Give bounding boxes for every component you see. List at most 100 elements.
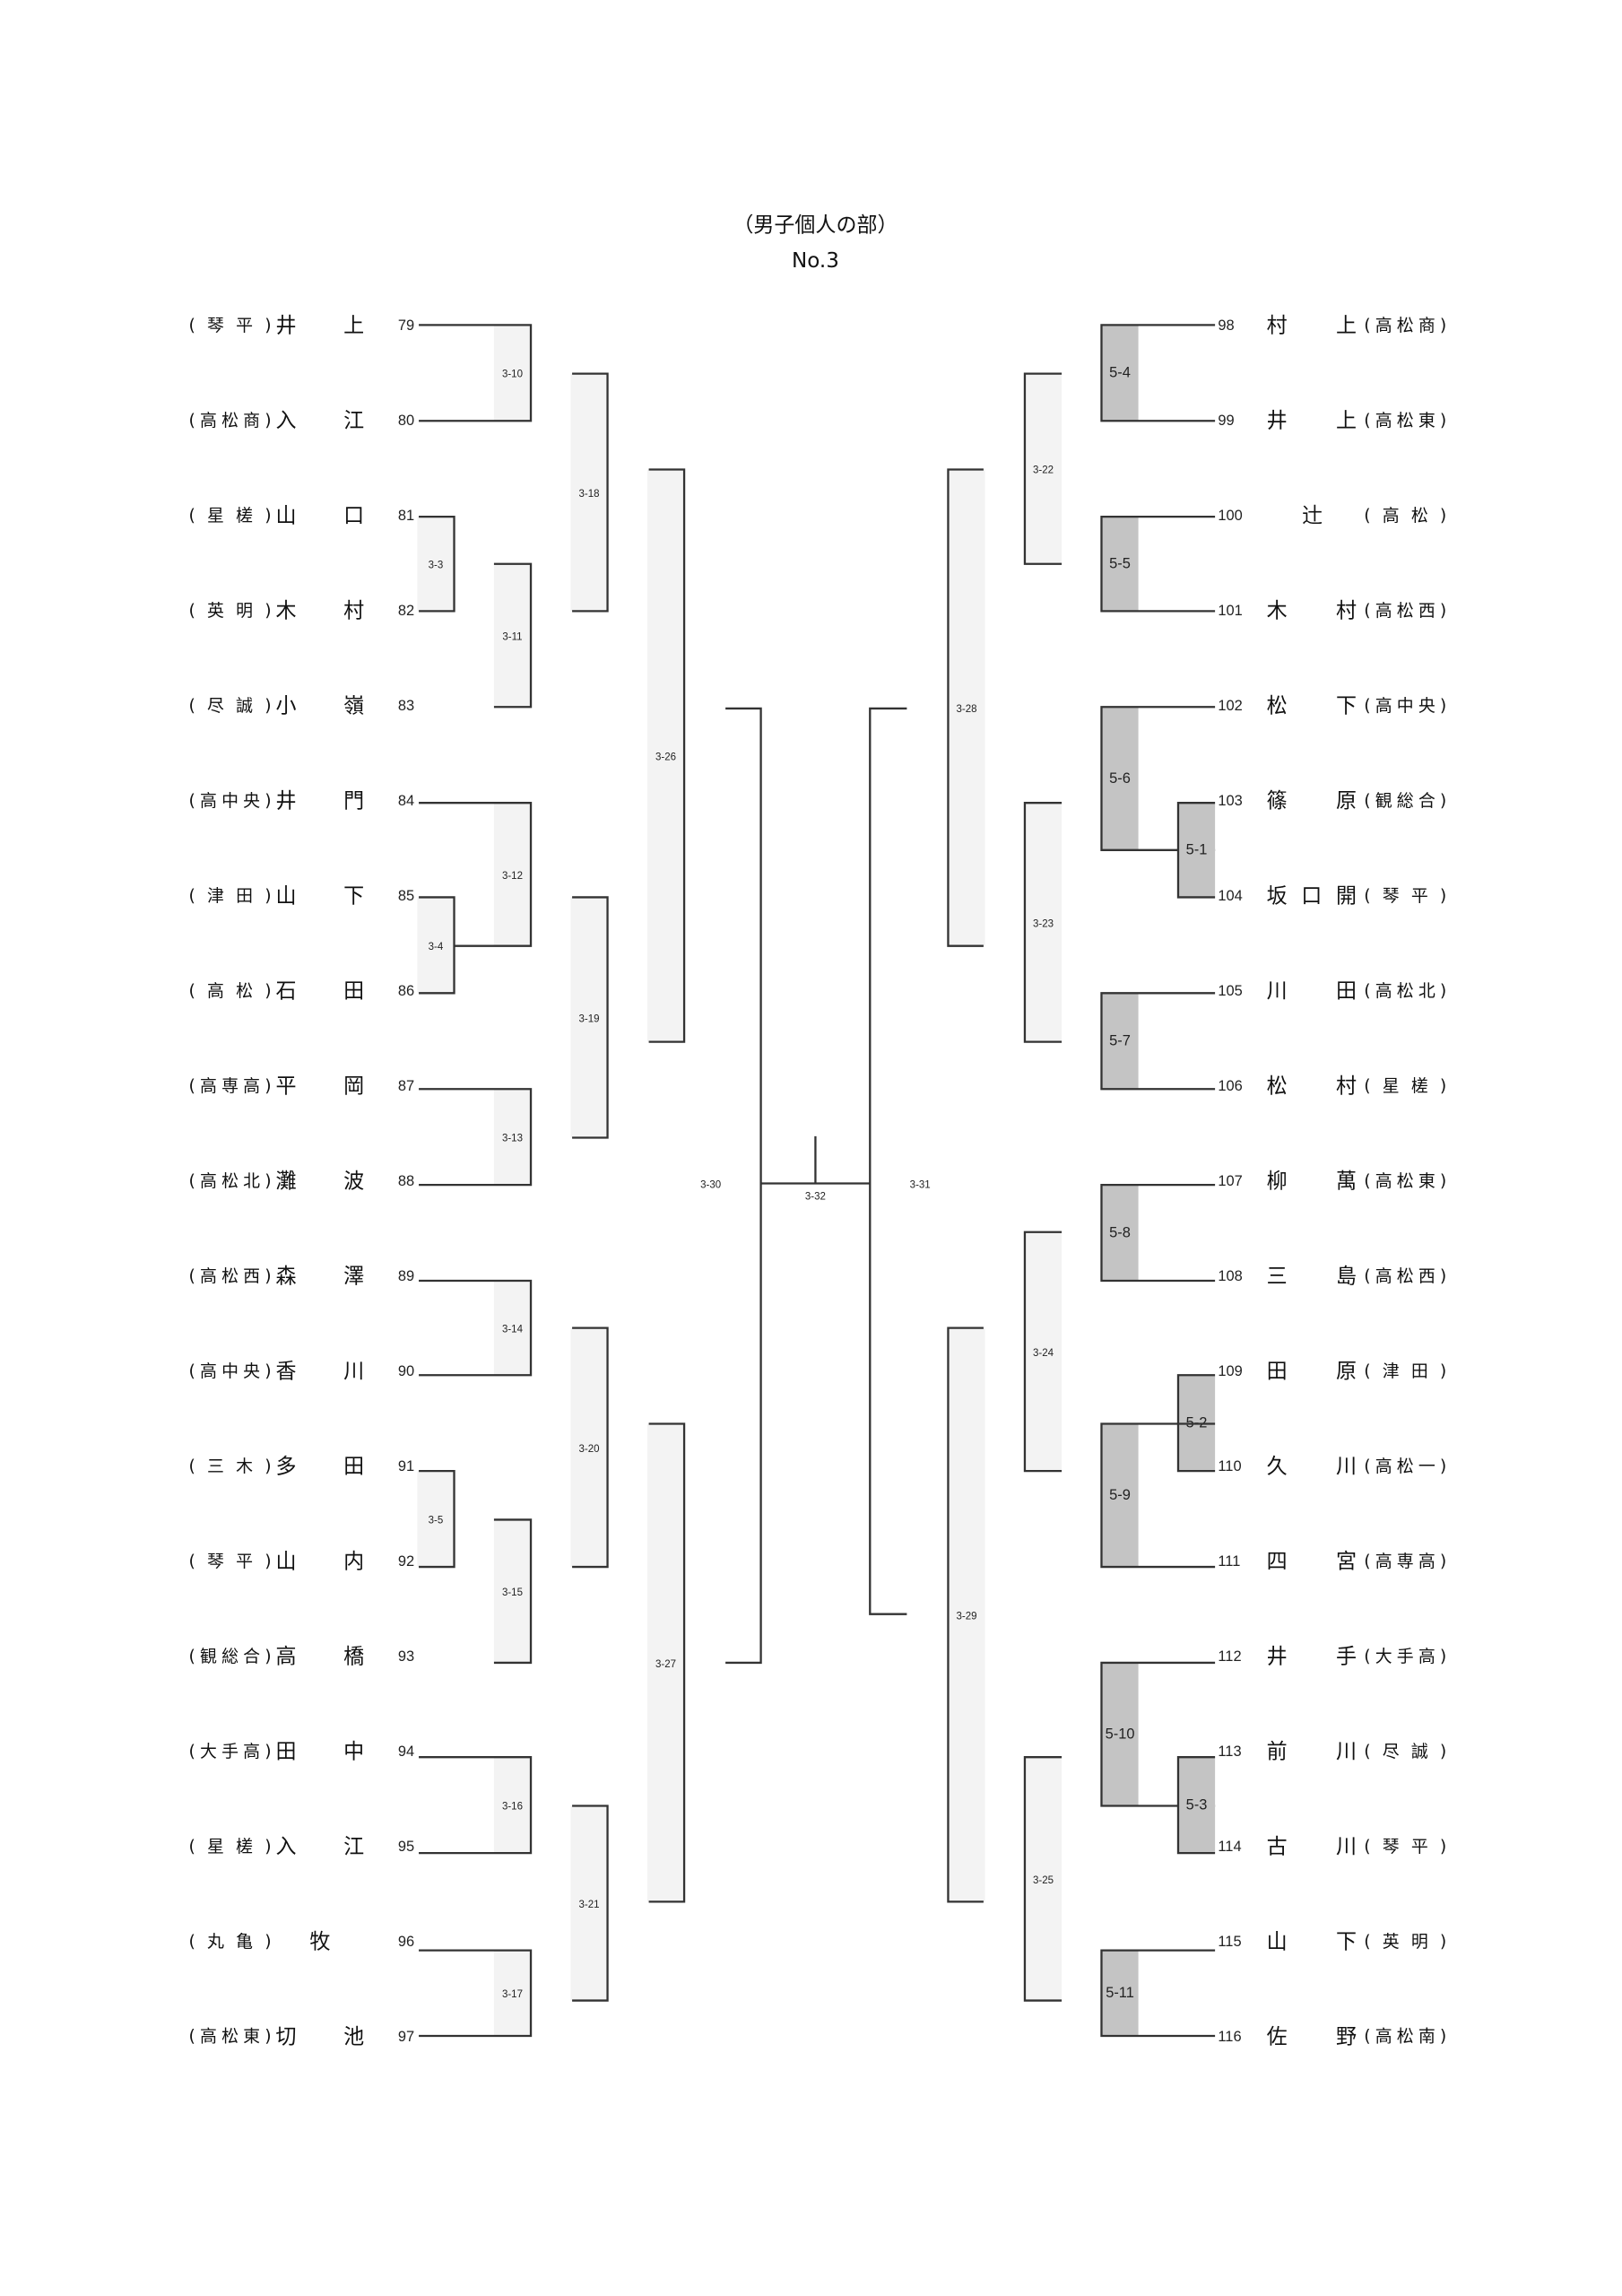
player-school: (津田) (189, 886, 272, 906)
match-label: 3-22 (1033, 465, 1054, 476)
player-entry-right: 104坂口開坂口開(琴平) (1218, 885, 1446, 909)
page-subtitle: No.3 (792, 249, 839, 273)
player-name-char: 野 (1336, 2025, 1357, 2048)
match-bracket-3-28: 3-28 (947, 468, 985, 947)
player-name-char: 川 (343, 1360, 364, 1383)
match-label: 3-12 (502, 871, 523, 882)
bracket-line (419, 896, 455, 995)
match-label: 3-18 (578, 489, 599, 500)
match-bracket-3-3: 3-3 (417, 515, 455, 613)
match-bracket-5-11: 5-11 (1100, 1949, 1216, 2038)
bracket-line (1100, 1949, 1216, 2038)
player-name-char: 口 (343, 505, 364, 528)
match-bracket-3-23: 3-23 (1023, 802, 1063, 1043)
player-name-char: 井 (276, 790, 297, 813)
player-name-char: 山 (276, 505, 297, 528)
player-name-char: 池 (343, 2025, 364, 2048)
match-shading (1101, 1185, 1139, 1282)
player-name-char: 江 (343, 1835, 364, 1858)
player-school: (琴平) (1364, 886, 1446, 906)
player-school: (高松北) (1364, 981, 1446, 1001)
bracket-line (572, 372, 609, 613)
match-label: 3-27 (655, 1659, 676, 1670)
seed-number: 95 (398, 1839, 414, 1855)
seed-number: 104 (1218, 888, 1242, 904)
bracket-line-3-31 (869, 707, 907, 1615)
seed-number: 81 (398, 508, 414, 524)
seed-number: 110 (1218, 1458, 1241, 1474)
player-entry-left: (高松北)灘波灘波88 (189, 1170, 415, 1193)
bracket-line (419, 324, 533, 422)
player-name-char: 下 (1336, 1930, 1357, 1953)
player-name-char: 木 (276, 600, 297, 623)
seed-number: 79 (398, 317, 414, 334)
player-name-char: 宮 (1336, 1550, 1357, 1573)
seed-number: 89 (398, 1268, 414, 1284)
player-name-char: 開 (1336, 885, 1357, 909)
match-shading (1177, 803, 1216, 898)
match-bracket-3-13: 3-13 (419, 1088, 533, 1187)
player-name-char: 灘 (276, 1170, 297, 1193)
player-name-char: 井 (276, 315, 297, 338)
player-name-char: 波 (343, 1170, 364, 1193)
match-bracket-3-21: 3-21 (570, 1805, 609, 2002)
match-label: 3-13 (502, 1134, 523, 1144)
player-name-char: 井 (1267, 1645, 1288, 1668)
player-entry-left: (英明)木村木村82 (189, 600, 415, 623)
match-shading (570, 373, 608, 612)
match-shading (417, 517, 455, 612)
match-bracket-3-10: 3-10 (419, 324, 533, 422)
player-name-char: 田 (343, 980, 364, 1004)
player-name-char: 村 (343, 600, 364, 623)
player-school: (琴平) (189, 1552, 272, 1571)
player-name-char: 川 (1267, 980, 1288, 1004)
match-shading (1101, 1423, 1139, 1568)
player-name-char: 澤 (343, 1265, 364, 1288)
player-name-char: 前 (1267, 1740, 1288, 1763)
bracket-line (1023, 802, 1063, 1043)
match-shading (493, 1757, 532, 1854)
match-bracket-5-5: 5-5 (1100, 515, 1216, 613)
match-bracket-3-19: 3-19 (570, 896, 609, 1139)
seed-number: 100 (1218, 508, 1242, 524)
seed-number: 108 (1218, 1268, 1242, 1284)
bracket-line (572, 1805, 609, 2002)
seed-number: 86 (398, 983, 414, 999)
player-school: (英明) (1364, 1932, 1446, 1952)
player-entry-right: 115山下山下(英明) (1218, 1930, 1446, 1953)
player-school: (観総合) (189, 1647, 272, 1666)
match-label: 3-20 (578, 1444, 599, 1455)
bracket-line (572, 1326, 609, 1569)
player-name-char: 原 (1336, 790, 1357, 813)
match-label: 3-15 (502, 1587, 523, 1598)
player-name-char: 古 (1267, 1835, 1288, 1858)
player-entry-right: 101木村木村(高松西) (1218, 600, 1446, 623)
player-school: (英明) (189, 601, 272, 621)
match-bracket-3-18: 3-18 (570, 372, 609, 613)
player-entry-left: (星槎)山口山口81 (189, 505, 415, 528)
match-bracket-5-10: 5-10 (1100, 1661, 1216, 1807)
player-name-char: 田 (343, 1455, 364, 1478)
match-shading (1024, 1231, 1063, 1472)
match-shading (948, 469, 985, 946)
bracket-line (947, 1326, 984, 1903)
player-name-char: 平 (276, 1074, 297, 1098)
player-name-char: 香 (276, 1360, 297, 1383)
bracket-line (947, 468, 984, 947)
player-name-char: 佐 (1267, 2025, 1288, 2048)
seed-number: 85 (398, 888, 414, 904)
seed-number: 91 (398, 1458, 414, 1474)
seed-number: 114 (1218, 1839, 1241, 1855)
player-school: (高松商) (1364, 316, 1446, 335)
player-entry-right: 103篠原篠原(観総合) (1218, 790, 1446, 813)
bracket-line (572, 896, 609, 1139)
player-entry-left: (琴平)井上井上79 (189, 315, 415, 338)
player-entry-left: (高松東)切池切池97 (189, 2025, 415, 2048)
player-school: (観総合) (1364, 791, 1446, 811)
player-school: (高松商) (189, 411, 272, 430)
seed-number: 101 (1218, 603, 1242, 619)
player-school: (高中央) (1364, 696, 1446, 716)
final-bracket: 3-303-323-31 (700, 707, 931, 1665)
match-shading (1024, 803, 1063, 1042)
player-school: (琴平) (189, 316, 272, 335)
